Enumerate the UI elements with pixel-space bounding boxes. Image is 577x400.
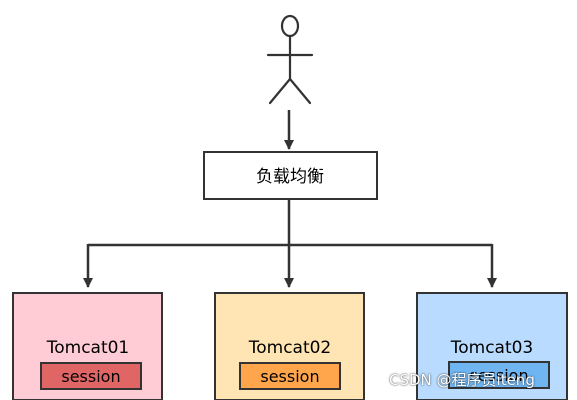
tomcat01-box: Tomcat01 session: [12, 292, 163, 400]
tomcat03-box: Tomcat03 session: [416, 292, 568, 400]
server-name: Tomcat01: [46, 338, 130, 358]
session-badge: [448, 361, 550, 389]
load-balancer-box: 负载均衡: [203, 151, 378, 200]
tomcat02-box: Tomcat02 session: [214, 292, 365, 400]
session-label: session: [260, 367, 319, 386]
session-badge: [40, 362, 142, 390]
distribution-connectors: [83, 199, 497, 288]
session-label: session: [61, 367, 120, 386]
server-name: Tomcat02: [248, 338, 332, 358]
session-label: session: [469, 366, 528, 385]
session-badge: [239, 362, 341, 390]
load-balancer-label: 负载均衡: [256, 167, 324, 187]
server-name: Tomcat03: [450, 338, 534, 358]
csdn-watermark: CSDN @程序员iteng: [389, 371, 535, 389]
user-stick-figure-icon: [266, 14, 314, 105]
